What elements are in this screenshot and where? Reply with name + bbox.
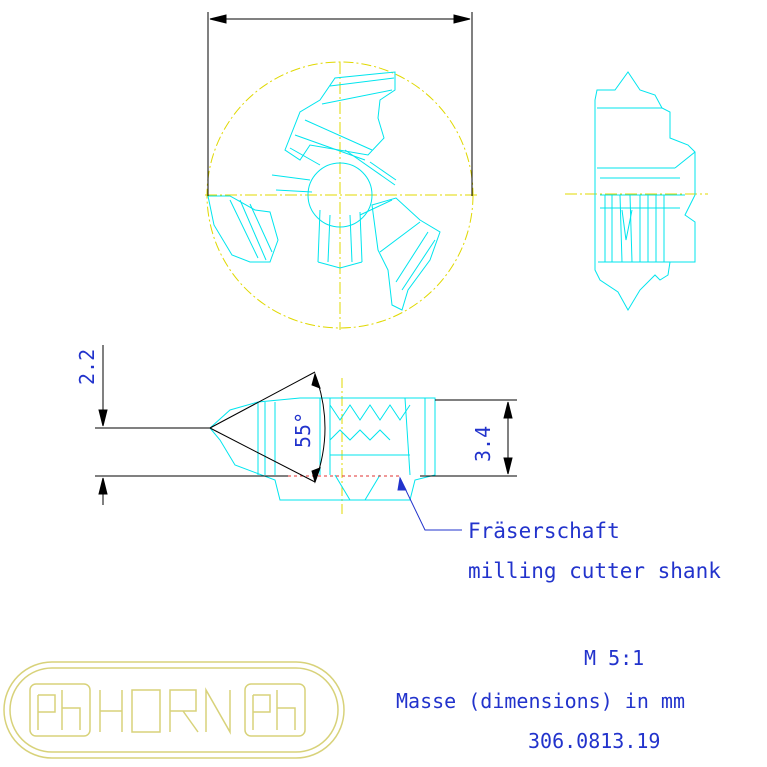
diameter-dimension [207, 12, 473, 196]
dimension-angle: 55° [291, 412, 315, 448]
units-note: Masse (dimensions) in mm [396, 689, 685, 713]
dimension-height: 3.4 [471, 426, 495, 462]
scale-label: M 5:1 [584, 646, 644, 670]
side-view [565, 71, 708, 311]
tip-view [95, 345, 517, 531]
horn-logo [3, 661, 345, 759]
front-view [205, 12, 478, 330]
part-number: 306.0813.19 [528, 729, 660, 753]
dimension-vertical-offset: 2.2 [75, 349, 99, 385]
callout-label-english: milling cutter shank [468, 559, 721, 583]
callout-label-german: Fräserschaft [468, 519, 620, 543]
cutter-body-front [207, 71, 441, 311]
shank-leader [397, 476, 462, 531]
